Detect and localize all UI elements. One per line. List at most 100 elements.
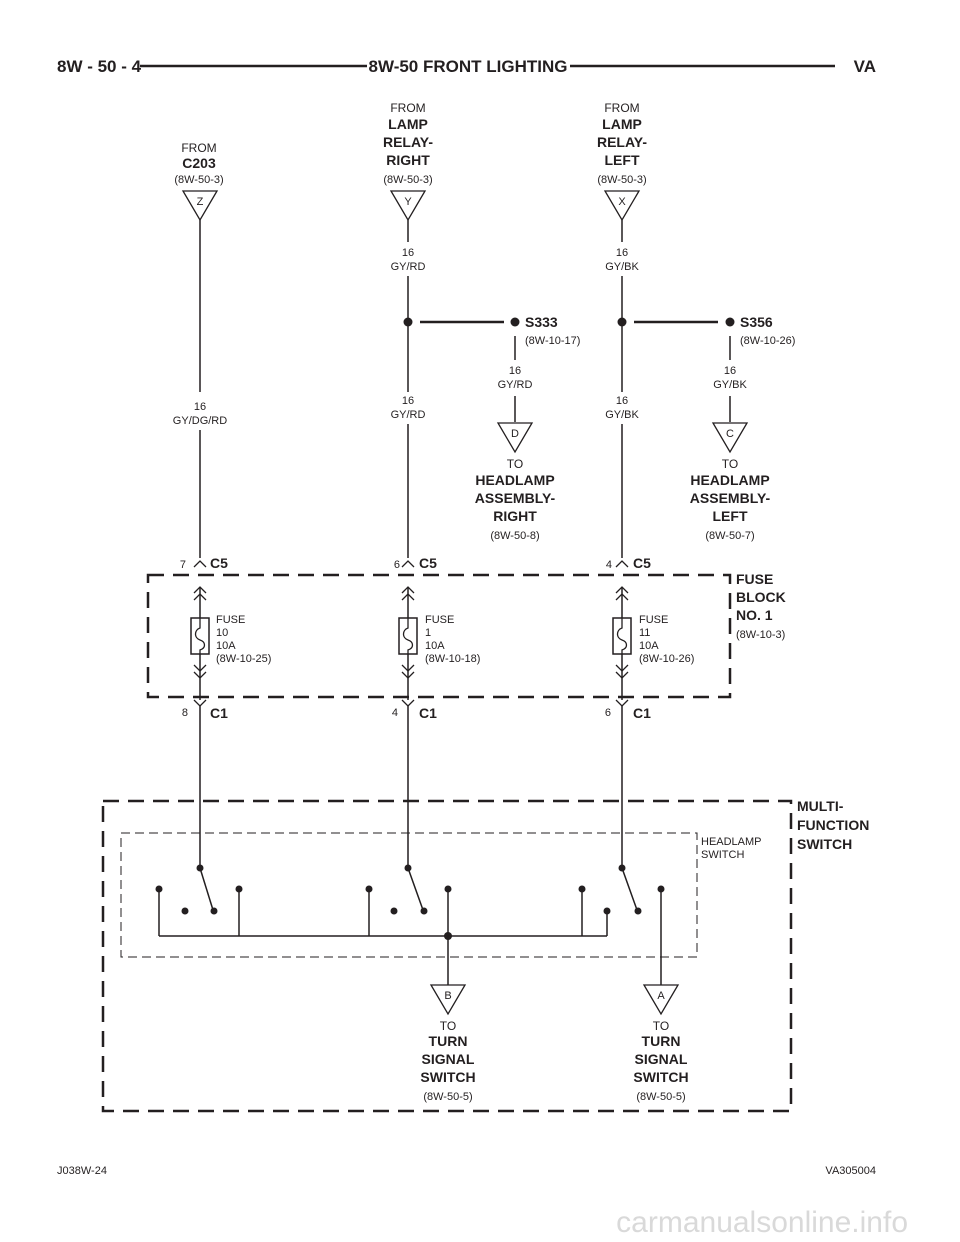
splice-node-s333-b	[510, 317, 520, 327]
wire-color-3b: GY/BK	[713, 379, 747, 391]
page-number: 8W - 50 - 4	[57, 57, 142, 76]
fuse-10-out-pin: 8	[182, 707, 188, 719]
fuse-11-number: 11	[639, 627, 650, 639]
wire-color-2c: GY/RD	[391, 409, 426, 421]
footer-right-code: VA305004	[825, 1165, 876, 1177]
mfs-name-2: FUNCTION	[797, 817, 869, 833]
fuse-1-out-conn: C1	[419, 705, 437, 721]
fuse-11-rating: 10A	[639, 640, 659, 652]
source-c203-ref: (8W-50-3)	[174, 174, 223, 186]
fuse-1-label: FUSE	[425, 614, 454, 626]
fuse-11-out-conn: C1	[633, 705, 651, 721]
source-relay-left-ref: (8W-50-3)	[597, 174, 646, 186]
connector-triangle-c	[711, 422, 749, 454]
bus-junction	[444, 932, 452, 940]
dest-turn-a-to: TO	[653, 1019, 669, 1033]
dest-headlamp-left-name-3: LEFT	[713, 508, 748, 524]
fuse-10-group: 7 C5 FUSE 10 10A (8W-10-25) 8 C1	[180, 555, 272, 721]
fuse-1-in-pin: 6	[394, 559, 400, 571]
connector-c1-symbol-1	[193, 699, 207, 707]
dest-turn-a-name-1: TURN	[642, 1033, 681, 1049]
fuse-1-out-pin: 4	[392, 707, 398, 719]
fuse-11-label: FUSE	[639, 614, 668, 626]
dest-turn-b-name-2: SIGNAL	[422, 1051, 475, 1067]
wire-gauge-1: 16	[194, 401, 206, 413]
wire-color-2b: GY/RD	[498, 379, 533, 391]
connector-c1-symbol-3	[615, 699, 629, 707]
dest-headlamp-right-name-2: ASSEMBLY-	[475, 490, 556, 506]
fuse-11-in-conn: C5	[633, 555, 651, 571]
wire-color-3a: GY/BK	[605, 261, 639, 273]
wire-gauge-3c: 16	[616, 395, 628, 407]
dest-headlamp-right-to: TO	[507, 457, 523, 471]
fuse-10-in-pin: 7	[180, 559, 186, 571]
splice-s356-ref: (8W-10-26)	[740, 335, 795, 347]
fuse-1-number: 1	[425, 627, 431, 639]
dest-headlamp-right-name-3: RIGHT	[493, 508, 537, 524]
mfs-name-1: MULTI-	[797, 798, 844, 814]
splice-s356-label: S356	[740, 314, 773, 330]
source-relay-left-from: FROM	[604, 101, 639, 115]
headlamp-switch-name-1: HEADLAMP	[701, 836, 762, 848]
dest-turn-b-to: TO	[440, 1019, 456, 1033]
source-relay-left-name-2: RELAY-	[597, 134, 647, 150]
fuse-block-name-2: BLOCK	[736, 589, 786, 605]
fuse-1-ref: (8W-10-18)	[425, 653, 480, 665]
splice-s333-label: S333	[525, 314, 558, 330]
wire-color-2a: GY/RD	[391, 261, 426, 273]
splice-node-s333-a	[403, 317, 413, 327]
dest-headlamp-right-name-1: HEADLAMP	[475, 472, 554, 488]
fuse-10-label: FUSE	[216, 614, 245, 626]
model-code: VA	[854, 57, 876, 76]
fuse-10-ref: (8W-10-25)	[216, 653, 271, 665]
dest-turn-b-ref: (8W-50-5)	[423, 1091, 472, 1103]
source-c203-name: C203	[182, 155, 216, 171]
connector-triangle-x	[603, 190, 641, 222]
pin-c: C	[726, 428, 734, 440]
source-relay-right-name-1: LAMP	[388, 116, 428, 132]
dest-headlamp-left-name-1: HEADLAMP	[690, 472, 769, 488]
dest-turn-a-ref: (8W-50-5)	[636, 1091, 685, 1103]
connector-c5-symbol-2	[401, 560, 415, 568]
fuse-10-in-conn: C5	[210, 555, 228, 571]
fuse-1-group: 6 C5 FUSE 1 10A (8W-10-18) 4 C1	[392, 555, 481, 721]
source-relay-left-name-3: LEFT	[605, 152, 640, 168]
connector-triangle-b	[429, 984, 467, 1016]
switch-blade-3	[621, 867, 638, 911]
wire-gauge-2a: 16	[402, 247, 414, 259]
switch-section-2	[365, 864, 452, 985]
dest-turn-b-name-3: SWITCH	[420, 1069, 475, 1085]
dest-headlamp-left-to: TO	[722, 457, 738, 471]
headlamp-switch-outline	[120, 832, 698, 958]
fuse-block-outline	[146, 573, 732, 699]
source-relay-right-from: FROM	[390, 101, 425, 115]
source-c203-from: FROM	[181, 141, 216, 155]
dest-turn-a-name-2: SIGNAL	[635, 1051, 688, 1067]
fuse-11-group: 4 C5 FUSE 11 10A (8W-10-26) 6 C1	[605, 555, 695, 721]
dest-headlamp-left-name-2: ASSEMBLY-	[690, 490, 771, 506]
connector-c1-symbol-2	[401, 699, 415, 707]
fuse-block-ref: (8W-10-3)	[736, 629, 785, 641]
connector-c5-symbol-3	[615, 560, 629, 568]
pin-z: Z	[197, 196, 204, 208]
fuse-11-in-pin: 4	[606, 559, 612, 571]
fuse-block-name-3: NO. 1	[736, 607, 773, 623]
pin-d: D	[511, 428, 519, 440]
dest-turn-a-name-3: SWITCH	[633, 1069, 688, 1085]
connector-c5-symbol-1	[193, 560, 207, 568]
switch-section-3	[578, 864, 665, 985]
wire-gauge-2b: 16	[509, 365, 521, 377]
fuse-1-in-conn: C5	[419, 555, 437, 571]
dest-headlamp-left-ref: (8W-50-7)	[705, 530, 754, 542]
dest-turn-b-name-1: TURN	[429, 1033, 468, 1049]
mfs-name-3: SWITCH	[797, 836, 852, 852]
wire-gauge-3b: 16	[724, 365, 736, 377]
wire-gauge-2c: 16	[402, 395, 414, 407]
source-relay-right-ref: (8W-50-3)	[383, 174, 432, 186]
fuse-1-rating: 10A	[425, 640, 445, 652]
source-relay-right-name-2: RELAY-	[383, 134, 433, 150]
page-title: 8W-50 FRONT LIGHTING	[369, 57, 568, 76]
source-relay-right-name-3: RIGHT	[386, 152, 430, 168]
pin-y: Y	[404, 196, 412, 208]
